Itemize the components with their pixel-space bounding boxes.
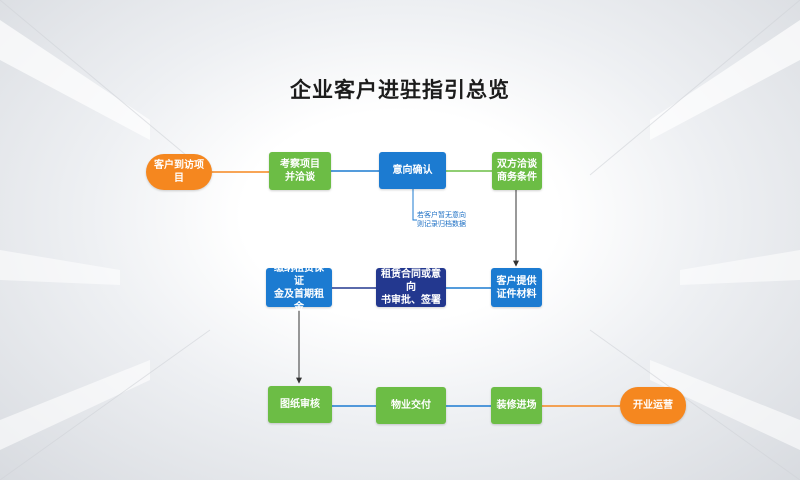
note-no-intent: 若客户暂无意向 则记录归档数据 [417,211,466,228]
node-renovation-entry: 装修进场 [491,387,542,424]
node-provide-documents: 客户提供 证件材料 [491,268,542,307]
node-pay-deposit: 缴纳租赁保证 金及首期租金 [266,263,332,313]
node-inspect-project: 考察项目 并洽谈 [269,152,331,190]
node-intent-confirm: 意向确认 [379,152,446,189]
node-drawing-review: 图纸审核 [268,386,332,423]
node-negotiate-terms: 双方洽谈 商务条件 [492,152,542,190]
node-customer-visit: 客户到访项目 [146,154,212,190]
node-property-handover: 物业交付 [376,387,446,424]
node-contract-approval: 租赁合同或意向 书审批、签署 [376,268,446,307]
connector-intent-note [412,189,417,221]
node-opening-operation: 开业运营 [620,387,686,424]
page-title: 企业客户进驻指引总览 [290,77,510,102]
